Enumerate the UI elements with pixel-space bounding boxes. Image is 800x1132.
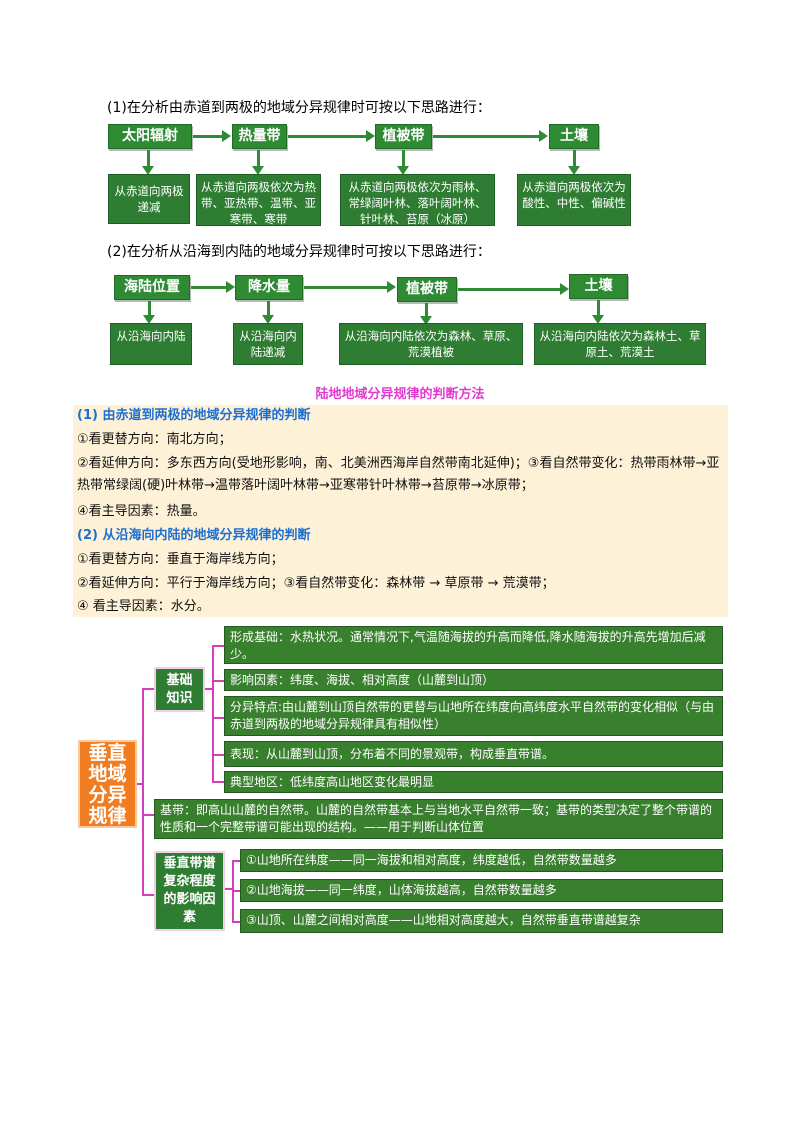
method-line-4: ④看主导因素：热量。 [77, 504, 206, 519]
flow1-down-arrow-1 [142, 150, 154, 175]
flow2-down-arrow-2 [262, 301, 274, 324]
flow2-step-precipitation: 降水量 [235, 275, 303, 300]
mindmap-complexity-factors: 垂直带谱复杂程度的影响因素 [154, 851, 225, 931]
connector-to-basic [142, 688, 154, 690]
flow1-detail-4: 从赤道向两极依次为酸性、中性、偏碱性 [517, 174, 631, 226]
connector-basic-2 [212, 680, 224, 682]
flow2-step-soil: 土壤 [569, 274, 628, 299]
flow1-step-vegetation: 植被带 [375, 124, 432, 149]
flow1-arrow-3 [433, 130, 548, 142]
flow1-step-soil: 土壤 [549, 124, 599, 149]
mindmap-basic-item-2: 影响因素：纬度、海拔、相对高度（山麓到山顶） [224, 669, 723, 691]
flow1-down-arrow-4 [568, 150, 580, 175]
mindmap-basic-knowledge: 基础知识 [154, 667, 205, 712]
connector-basic-5 [212, 781, 224, 783]
flow2-arrow-3 [458, 283, 569, 295]
flow1-arrow-1 [193, 130, 231, 142]
mindmap-complex-item-1: ①山地所在纬度——同一海拔和相对高度，纬度越低，自然带数量越多 [240, 849, 723, 872]
flow2-detail-4: 从沿海向内陆依次为森林土、草原土、荒漠土 [534, 323, 706, 365]
mindmap-basic-item-4: 表现：从山麓到山顶，分布着不同的景观带，构成垂直带谱。 [224, 741, 723, 767]
flow2-step-land-sea-position: 海陆位置 [114, 275, 190, 300]
flow1-detail-3: 从赤道向两极依次为雨林、常绿阔叶林、落叶阔叶林、针叶林、苔原（冰原） [340, 174, 495, 226]
connector-root [137, 783, 143, 785]
mindmap-complex-item-3: ③山顶、山麓之间相对高度——山地相对高度越大，自然带垂直带谱越复杂 [240, 909, 723, 933]
flow2-arrow-2 [304, 281, 396, 293]
flow1-arrow-2 [288, 130, 375, 142]
flow2-detail-3: 从沿海向内陆依次为森林、草原、荒漠植被 [339, 323, 523, 365]
section1-heading: (1)在分析由赤道到两极的地域分异规律时可按以下思路进行： [107, 100, 491, 116]
flow2-step-vegetation: 植被带 [397, 277, 457, 302]
method-line-5: (2) 从沿海向内陆的地域分异规律的判断 [77, 528, 311, 543]
connector-to-complex [142, 894, 154, 896]
mindmap-basic-item-1: 形成基础：水热状况。通常情况下,气温随海拔的升高而降低,降水随海拔的升高先增加后… [224, 626, 723, 664]
flow1-down-arrow-3 [397, 150, 409, 175]
connector-root-vertical [142, 688, 144, 896]
mindmap-basic-item-3: 分异特点:由山麓到山顶自然带的更替与山地所在纬度向高纬度水平自然带的变化相似（与… [224, 696, 723, 736]
connector-complex-2 [232, 890, 240, 892]
connector-complex-out [225, 888, 233, 890]
method-line-3: ②看延伸方向：多东西方向(受地形影响，南、北美洲西海岸自然带南北延伸)；③看自然… [77, 456, 720, 493]
section2-heading: (2)在分析从沿海到内陆的地域分异规律时可按以下思路进行： [107, 244, 491, 260]
flow2-down-arrow-4 [592, 300, 604, 324]
connector-basic-out [205, 688, 213, 690]
method-line-8: ④ 看主导因素：水分。 [77, 599, 210, 614]
method-line-6: ①看更替方向：垂直于海岸线方向； [77, 552, 284, 567]
flow2-detail-1: 从沿海向内陆 [110, 323, 192, 365]
mindmap-base-belt: 基带：即高山山麓的自然带。山麓的自然带基本上与当地水平自然带一致；基带的类型决定… [154, 799, 723, 839]
flow2-down-arrow-3 [420, 303, 432, 325]
flow2-down-arrow-1 [143, 301, 155, 324]
method-title: 陆地地域分异规律的判断方法 [315, 387, 485, 402]
flow1-detail-1: 从赤道向两极递减 [108, 174, 190, 224]
connector-complex-3 [232, 921, 240, 923]
flow1-step-solar-radiation: 太阳辐射 [108, 124, 192, 149]
connector-basic-1 [212, 645, 224, 647]
mindmap-basic-item-5: 典型地区：低纬度高山地区变化最明显 [224, 771, 723, 793]
mindmap-root: 垂直地域分异规律 [78, 740, 137, 828]
connector-basic-4 [212, 754, 224, 756]
flow2-detail-2: 从沿海向内陆递减 [233, 323, 303, 365]
connector-basic-3 [212, 717, 224, 719]
flow1-down-arrow-2 [252, 150, 264, 175]
connector-complex-1 [232, 860, 240, 862]
flow2-arrow-1 [191, 281, 235, 293]
method-panel: (1) 由赤道到两极的地域分异规律的判断 ①看更替方向：南北方向； ②看延伸方向… [73, 405, 728, 617]
method-line-7: ②看延伸方向：平行于海岸线方向；③看自然带变化：森林带 → 草原带 → 荒漠带； [77, 576, 555, 591]
method-line-1: (1) 由赤道到两极的地域分异规律的判断 [77, 408, 311, 423]
flow1-detail-2: 从赤道向两极依次为热带、亚热带、温带、亚寒带、寒带 [196, 174, 321, 226]
connector-to-base-belt [142, 814, 154, 816]
connector-basic-vertical [212, 645, 214, 782]
mindmap-complex-item-2: ②山地海拔——同一纬度，山体海拔越高，自然带数量越多 [240, 879, 723, 902]
method-line-2: ①看更替方向：南北方向； [77, 432, 232, 447]
flow1-step-heat-belt: 热量带 [232, 124, 287, 149]
